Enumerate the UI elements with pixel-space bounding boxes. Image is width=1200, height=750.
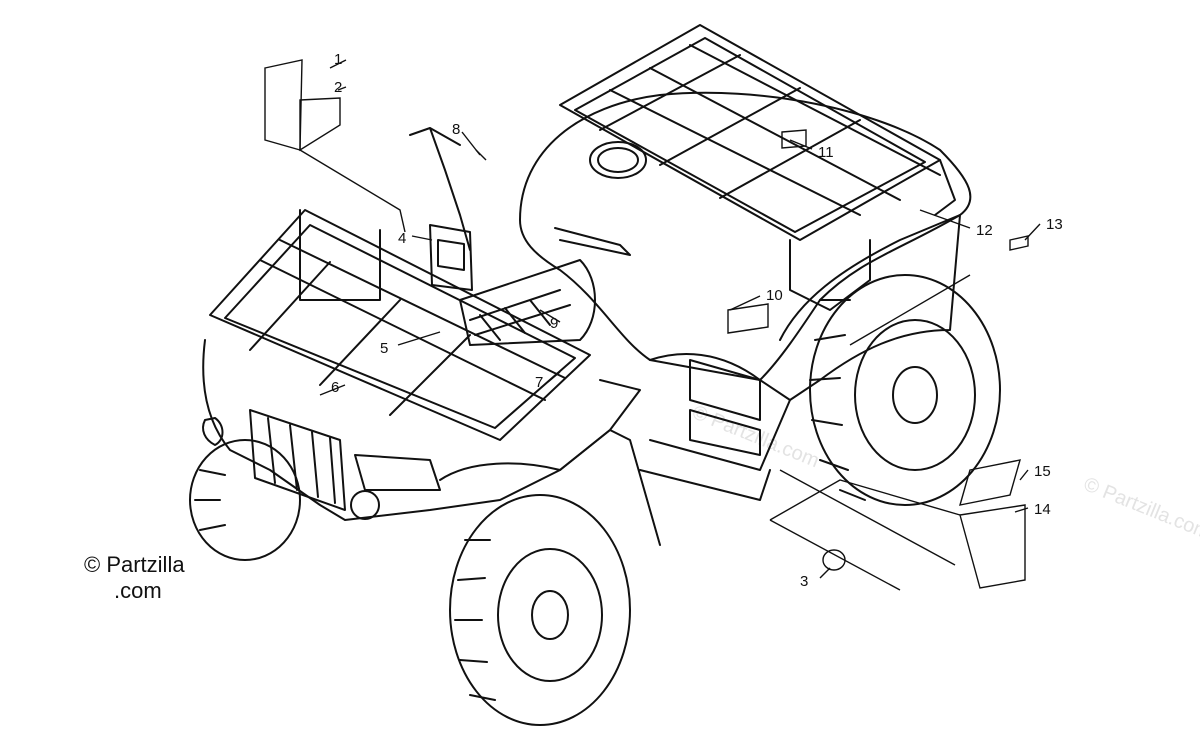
callout-4: 4 [398, 230, 406, 247]
callout-10: 10 [766, 287, 783, 304]
copyright-line-2: .com [114, 578, 162, 604]
side-panel [689, 359, 761, 456]
side-fender [649, 214, 961, 401]
callout-7: 7 [535, 374, 543, 391]
decal-2 [299, 97, 341, 152]
rear-rack [559, 24, 956, 311]
headlight-left [202, 417, 224, 446]
callout-8: 8 [452, 121, 460, 138]
front-rack [209, 209, 591, 441]
decal-11 [781, 129, 807, 149]
decal-13 [1009, 235, 1029, 251]
front-body [202, 339, 641, 521]
headlight-right [354, 454, 441, 491]
decal-14 [959, 504, 1026, 589]
callout-12: 12 [976, 222, 993, 239]
copyright-line-1: © Partzilla [84, 552, 185, 577]
leader-lines [299, 59, 1041, 591]
decal-3 [822, 549, 846, 571]
copyright-notice: © Partzilla .com [84, 552, 185, 605]
fuel-cap [589, 141, 647, 179]
callout-2: 2 [334, 79, 342, 96]
callout-9: 9 [550, 315, 558, 332]
decals [264, 59, 1029, 589]
decal-8 [475, 149, 487, 161]
decal-15 [959, 459, 1021, 506]
callout-14: 14 [1034, 501, 1051, 518]
callout-13: 13 [1046, 216, 1063, 233]
callout-1: 1 [334, 51, 342, 68]
callout-11: 11 [818, 144, 834, 161]
rear-fender [519, 91, 972, 381]
front-wheel-left [189, 439, 301, 561]
fog-light [350, 490, 380, 520]
decal-1 [264, 59, 303, 151]
callout-5: 5 [380, 340, 388, 357]
callout-3: 3 [800, 573, 808, 590]
grille [249, 409, 346, 511]
tank-graphic [469, 289, 571, 341]
front-wheel-right [449, 494, 631, 726]
front-fender [439, 429, 661, 546]
callouts: 1 2 3 4 5 6 7 8 9 10 11 12 13 14 15 [331, 51, 1063, 590]
handlebar [409, 127, 631, 256]
watermark-4: © Partzilla.com [689, 401, 822, 472]
footwell [639, 399, 791, 501]
tank-panel [459, 259, 596, 346]
watermark-5: © Partzilla.com [1081, 473, 1200, 544]
instrument-pod [429, 224, 473, 291]
atv-drawing [189, 24, 1001, 726]
rear-wheel [809, 274, 1001, 506]
callout-6: 6 [331, 379, 339, 396]
callout-15: 15 [1034, 463, 1051, 480]
decal-10 [727, 303, 769, 334]
